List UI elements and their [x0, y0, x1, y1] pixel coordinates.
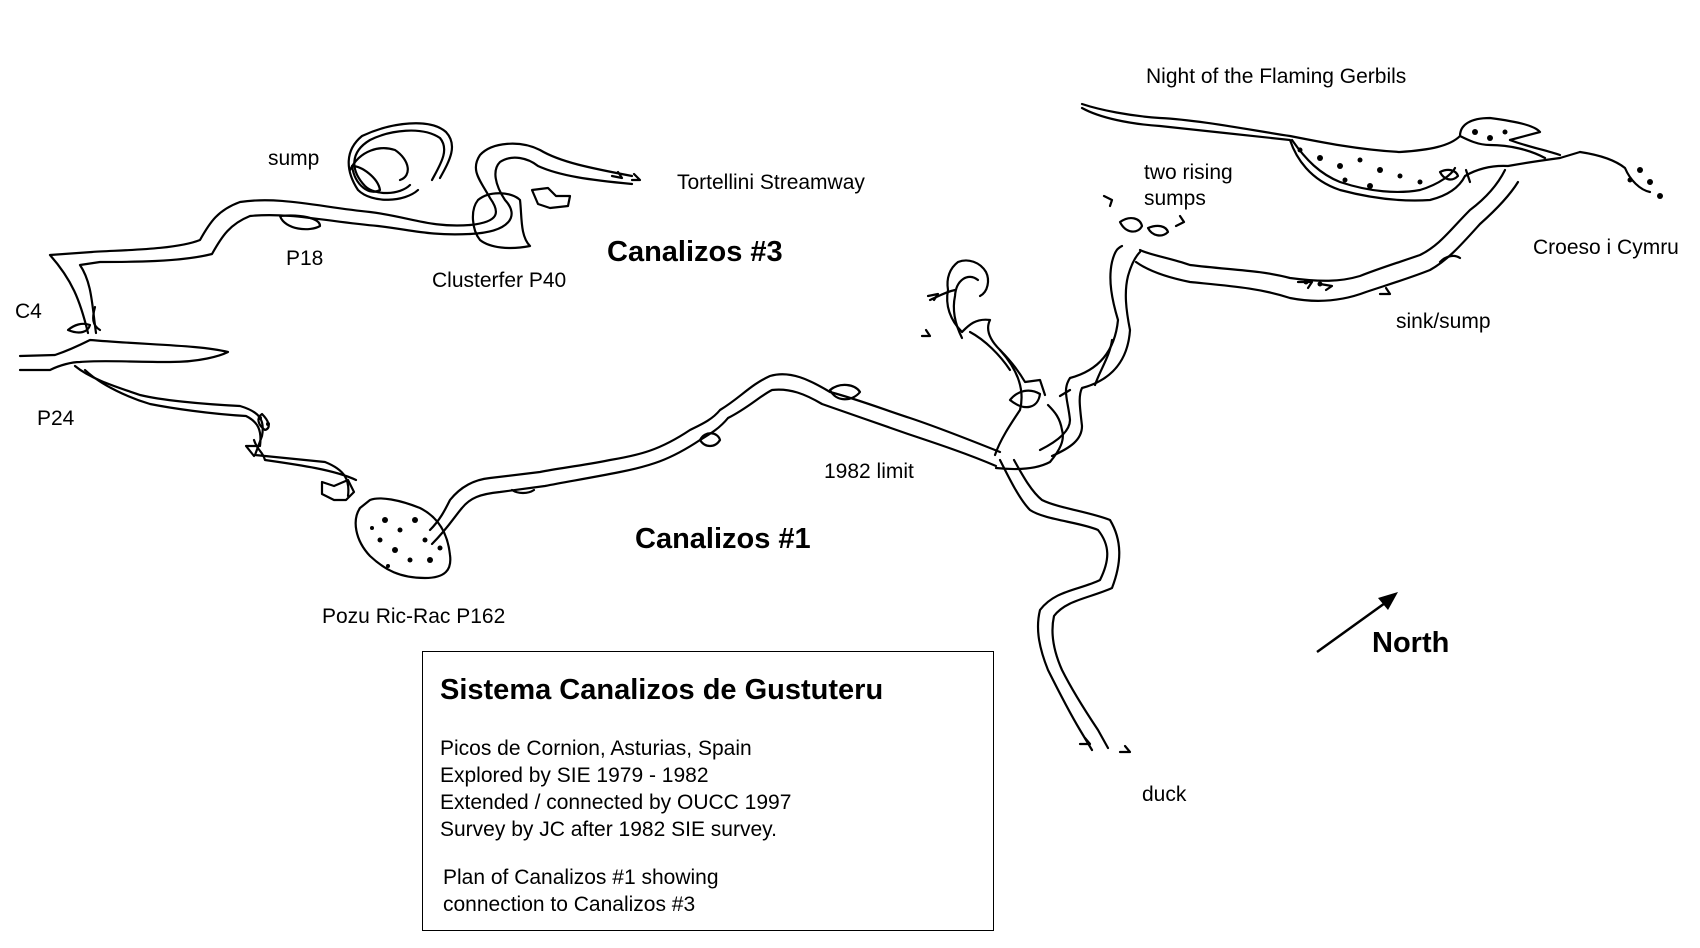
label-sump: sump	[268, 147, 320, 170]
label-flaming-gerbils: Night of the Flaming Gerbils	[1146, 65, 1407, 88]
label-pozu-ric-rac: Pozu Ric-Rac P162	[322, 605, 506, 628]
cave-name-canalizos-3: Canalizos #3	[607, 236, 783, 268]
label-sink-sump: sink/sump	[1396, 310, 1491, 333]
label-p24: P24	[37, 407, 75, 430]
legend-line: Picos de Cornion, Asturias, Spain	[440, 737, 752, 760]
legend-line: Explored by SIE 1979 - 1982	[440, 764, 709, 787]
rising-sumps	[1102, 194, 1186, 237]
legend-note: connection to Canalizos #3	[443, 893, 696, 916]
label-p18: P18	[286, 247, 324, 270]
label-croeso-i-cymru: Croeso i Cymru	[1533, 236, 1679, 259]
label-c4: C4	[15, 300, 42, 323]
passage-1982-junction	[920, 259, 1064, 471]
passage-canalizos3-upper	[48, 199, 472, 335]
north-arrow-icon	[1316, 592, 1398, 654]
label-tortellini-streamway: Tortellini Streamway	[677, 171, 865, 194]
passage-p24-to-pozu	[73, 364, 358, 502]
passage-canalizos1-main	[428, 373, 1002, 546]
label-sumps: sumps	[1144, 187, 1206, 210]
passage-to-croeso	[1134, 168, 1520, 302]
legend-box: Sistema Canalizos de Gustuteru Picos de …	[422, 651, 994, 931]
chamber-p18	[278, 214, 322, 231]
legend-title: Sistema Canalizos de Gustuteru	[440, 674, 884, 706]
passage-c4-p24-junction	[18, 322, 230, 372]
label-duck: duck	[1142, 783, 1187, 806]
cave-name-canalizos-1: Canalizos #1	[635, 523, 811, 555]
shaft-pozu-ric-rac	[354, 497, 452, 580]
legend-line: Survey by JC after 1982 SIE survey.	[440, 818, 777, 841]
passage-to-rising-sumps	[1038, 244, 1142, 458]
passage-flaming-gerbils	[1080, 102, 1652, 202]
passage-clusterfer-loops	[347, 122, 642, 250]
label-two-rising: two rising	[1144, 161, 1233, 184]
label-1982-limit: 1982 limit	[824, 460, 914, 483]
boulder-chokes	[258, 129, 1663, 568]
passage-to-duck	[998, 458, 1132, 754]
label-clusterfer: Clusterfer P40	[432, 269, 567, 292]
legend-line: Extended / connected by OUCC 1997	[440, 791, 792, 814]
north-label: North	[1372, 627, 1450, 659]
legend-note: Plan of Canalizos #1 showing	[443, 866, 719, 889]
